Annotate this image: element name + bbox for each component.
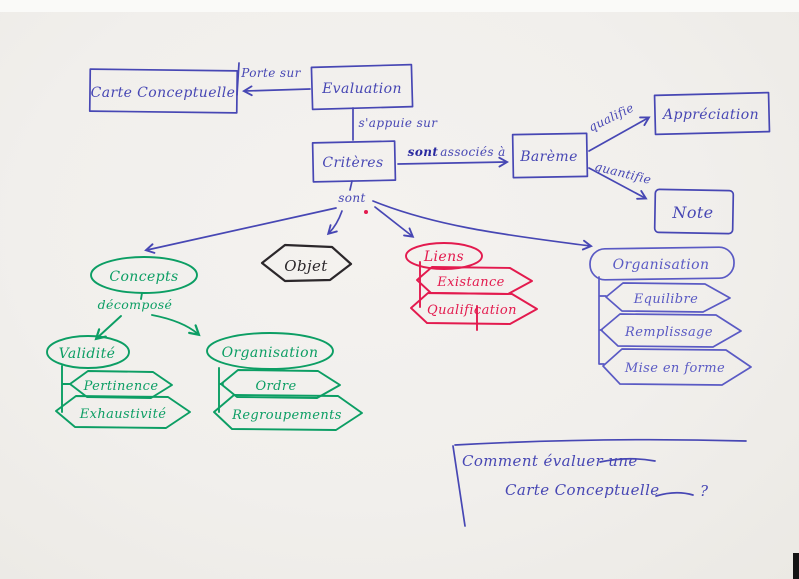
node-equilibre: Equilibre	[605, 282, 731, 313]
question-flourish-2	[655, 491, 694, 497]
edge-label-porte-sur: Porte sur	[240, 66, 301, 80]
bareme-label: Barème	[519, 149, 578, 165]
connector-validite-children	[61, 365, 71, 413]
question-note: Comment évaluer une Carte Conceptuelle ?	[452, 438, 747, 527]
evaluation-label: Evaluation	[321, 81, 402, 97]
node-appreciation: Appréciation	[653, 91, 771, 136]
node-carte-conceptuelle: Carte Conceptuelle	[88, 68, 239, 114]
edge-bareme-to-note	[588, 167, 648, 200]
node-ordre: Ordre	[220, 369, 341, 399]
regroupements-label: Regroupements	[231, 408, 342, 423]
appreciation-label: Appréciation	[661, 107, 759, 123]
organisation-concepts-oval	[206, 332, 334, 370]
node-qualification: Qualification	[410, 292, 538, 325]
edge-sont-to-liens	[374, 206, 415, 238]
node-bareme: Barème	[511, 132, 589, 179]
node-organisation-globale: Organisation	[589, 246, 735, 281]
question-line1: Comment évaluer une	[462, 452, 638, 470]
exhaustivite-label: Exhaustivité	[79, 407, 167, 422]
node-liens: Liens	[405, 242, 483, 270]
node-note: Note	[653, 188, 735, 235]
edge-decompose-to-organisation	[151, 314, 201, 337]
node-concepts: Concepts	[90, 256, 198, 294]
edge-sont-to-organisation	[372, 200, 593, 251]
edge-sont-to-objet	[326, 210, 343, 236]
edge-bareme-to-appreciation	[588, 116, 651, 152]
concepts-label: Concepts	[109, 269, 178, 285]
remplissage-banner	[600, 313, 742, 348]
node-validite: Validité	[46, 335, 130, 369]
node-objet: Objet	[260, 243, 353, 283]
bareme-box	[511, 132, 589, 179]
note-box	[653, 188, 735, 235]
qualification-label: Qualification	[427, 303, 517, 318]
edge-label-quantifie: quantifie	[593, 159, 653, 187]
remplissage-label: Remplissage	[624, 325, 713, 340]
red-dot-mark	[364, 210, 368, 214]
question-frame-top	[454, 438, 747, 446]
carte-conceptuelle-label: Carte Conceptuelle	[91, 85, 236, 101]
edge-sont-to-concepts	[144, 207, 337, 254]
organisation-globale-oval	[589, 246, 735, 281]
edge-criteres-to-sont	[349, 180, 353, 191]
node-evaluation: Evaluation	[310, 63, 414, 111]
edge-evaluation-to-carte	[242, 85, 311, 97]
pertinence-label: Pertinence	[83, 379, 159, 394]
question-line2: Carte Conceptuelle	[505, 481, 660, 499]
node-mise-en-forme: Mise en forme	[602, 348, 752, 386]
validite-oval	[46, 335, 130, 369]
regroupements-banner	[213, 394, 363, 431]
carte-conceptuelle-box	[88, 68, 239, 114]
validite-label: Validité	[59, 346, 116, 362]
edge-label-sont-bold: sont	[408, 145, 439, 159]
exhaustivite-banner	[55, 395, 191, 429]
criteres-box	[311, 140, 397, 183]
appreciation-box	[653, 91, 771, 136]
equilibre-banner	[605, 282, 731, 313]
node-organisation-concepts: Organisation	[206, 332, 334, 370]
edge-label-decompose: décomposé	[98, 297, 173, 312]
criteres-label: Critères	[322, 155, 383, 171]
ordre-label: Ordre	[255, 379, 296, 394]
connector-organisation-globale-children	[598, 276, 607, 365]
node-remplissage: Remplissage	[600, 313, 742, 348]
ordre-banner	[220, 369, 341, 399]
edge-label-s-appuie-sur: s'appuie sur	[359, 116, 439, 130]
evaluation-box	[310, 63, 414, 111]
question-flourish-1	[599, 457, 656, 463]
edge-label-sont: sont	[338, 191, 366, 205]
organisation-globale-label: Organisation	[613, 257, 710, 273]
node-regroupements: Regroupements	[213, 394, 363, 431]
objet-hexagon	[260, 243, 353, 283]
node-existance: Existance	[416, 266, 533, 295]
scan-edge-artifact	[793, 553, 799, 579]
question-frame-left	[452, 445, 466, 527]
concepts-oval	[90, 256, 198, 294]
node-criteres: Critères	[311, 140, 397, 183]
mise-en-forme-banner	[602, 348, 752, 386]
edge-decompose-to-validite	[94, 315, 122, 341]
equilibre-label: Equilibre	[633, 292, 699, 307]
liens-label: Liens	[423, 249, 464, 265]
note-label: Note	[671, 203, 713, 222]
edge-criteres-to-bareme	[397, 156, 509, 168]
mise-en-forme-label: Mise en forme	[624, 361, 725, 376]
node-pertinence: Pertinence	[69, 370, 173, 399]
objet-label: Objet	[284, 257, 328, 275]
edge-label-associes-a: associés à	[440, 145, 505, 159]
existance-label: Existance	[436, 275, 505, 290]
qualification-banner	[410, 292, 538, 325]
question-mark: ?	[700, 482, 709, 500]
liens-oval	[405, 242, 483, 270]
organisation-concepts-label: Organisation	[222, 345, 319, 361]
edge-concepts-to-decompose	[140, 292, 143, 300]
node-exhaustivite: Exhaustivité	[55, 395, 191, 429]
